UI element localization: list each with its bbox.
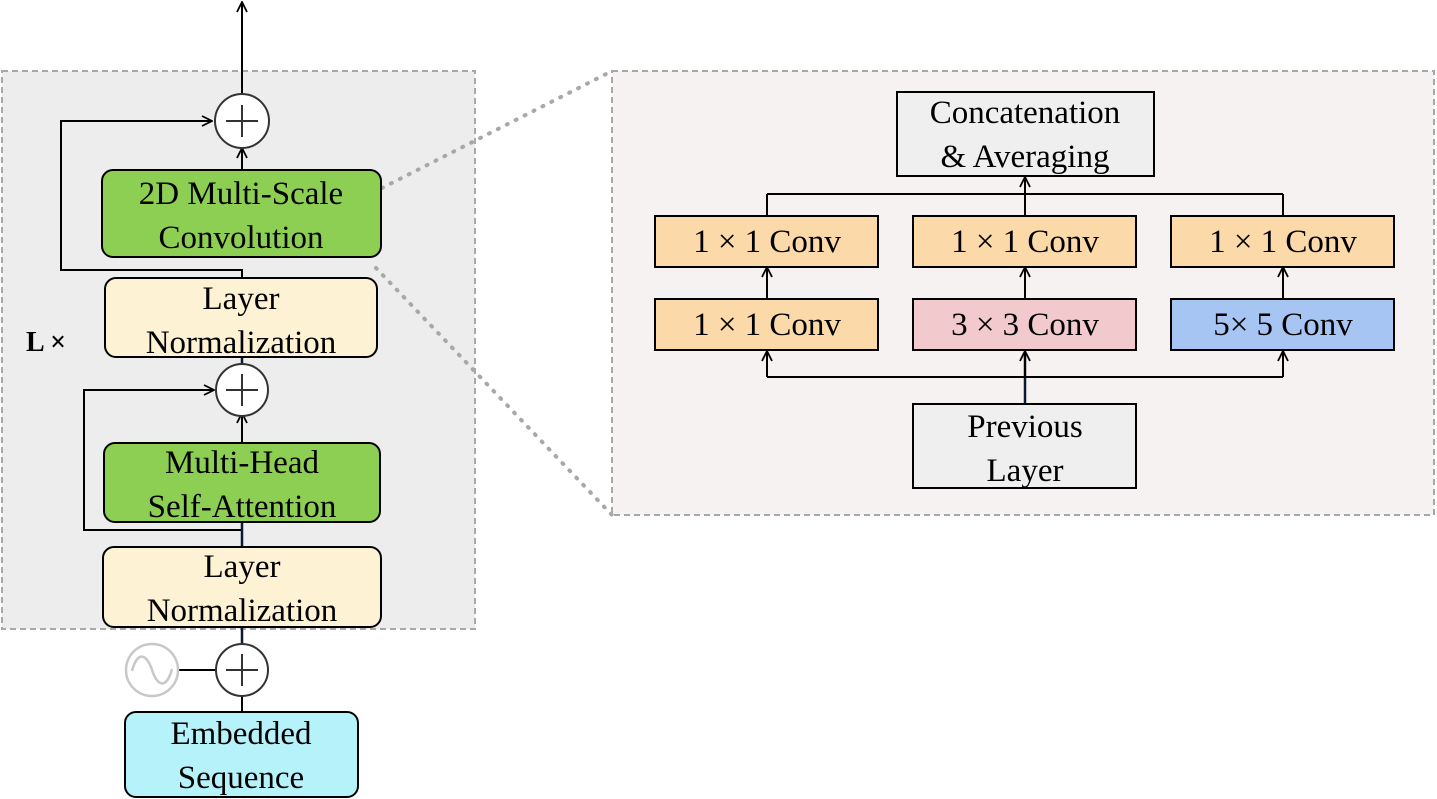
bottom-conv-left-box xyxy=(654,298,879,351)
previous-layer-box xyxy=(912,403,1137,489)
conv-block-label-1: 2D Multi-Scale xyxy=(139,176,343,212)
layer-norm-1-label-2: Normalization xyxy=(147,593,338,629)
zoom-line-top xyxy=(380,69,614,190)
add-circle-middle xyxy=(215,363,269,417)
layer-norm-2-label-1: Layer xyxy=(203,281,280,317)
layer-norm-2-label-2: Normalization xyxy=(146,325,337,361)
residual-connection-top xyxy=(60,121,243,278)
top-conv-mid-label: 1 × 1 Conv xyxy=(951,224,1099,260)
embedded-sequence-box xyxy=(124,711,359,798)
concat-label-2: & Averaging xyxy=(941,139,1110,175)
attention-label-2: Self-Attention xyxy=(148,489,337,525)
conv-block-box xyxy=(101,169,382,258)
bottom-conv-mid-box xyxy=(912,298,1137,351)
add-circle-embedding xyxy=(215,643,269,697)
bottom-conv-right-box xyxy=(1170,298,1395,351)
top-conv-right-label: 1 × 1 Conv xyxy=(1209,224,1357,260)
bottom-conv-mid-label: 3 × 3 Conv xyxy=(951,307,1099,343)
conv-block-label-2: Convolution xyxy=(158,220,323,256)
bottom-conv-left-label: 1 × 1 Conv xyxy=(693,307,841,343)
positional-encoding-icon xyxy=(124,642,180,698)
concat-label-1: Concatenation xyxy=(930,95,1121,131)
repeat-label: L × xyxy=(26,327,66,358)
add-circle-top xyxy=(214,93,270,149)
top-conv-right-box xyxy=(1170,215,1395,268)
attention-box xyxy=(103,442,381,523)
layer-norm-1-label-1: Layer xyxy=(204,549,281,585)
top-conv-mid-box xyxy=(912,215,1137,268)
attention-label-1: Multi-Head xyxy=(165,445,319,481)
embedded-sequence-label-1: Embedded xyxy=(170,716,312,752)
zoom-line-bottom xyxy=(374,266,614,517)
top-conv-left-label: 1 × 1 Conv xyxy=(693,224,841,260)
bottom-conv-right-label: 5× 5 Conv xyxy=(1213,307,1353,343)
layer-norm-1-box xyxy=(102,546,382,628)
previous-layer-label-2: Layer xyxy=(987,453,1064,489)
embedded-sequence-label-2: Sequence xyxy=(178,760,304,796)
previous-layer-label-1: Previous xyxy=(967,409,1083,445)
top-conv-left-box xyxy=(654,215,879,268)
concat-box xyxy=(896,91,1155,177)
layer-norm-2-box xyxy=(104,277,378,358)
